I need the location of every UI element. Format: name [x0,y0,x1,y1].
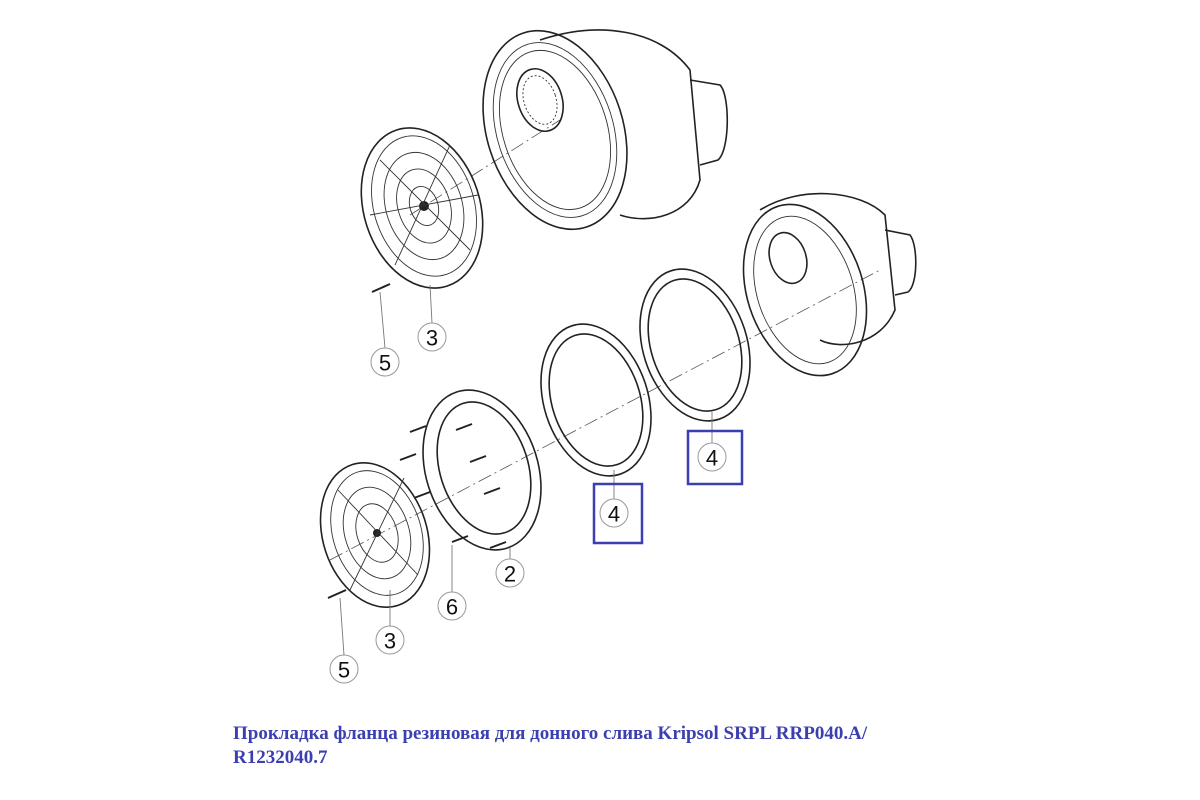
highlight-box-gasket-a [592,482,644,545]
svg-text:5: 5 [338,658,350,683]
grate-bottom [319,462,431,608]
callout-4-gasket-a: 4 [599,498,629,528]
screw-top [371,283,391,293]
callout-6-flange-screw: 6 [437,591,467,621]
product-caption: Прокладка фланца резиновая для донного с… [233,722,933,770]
callout-5-bottom: 5 [329,654,359,684]
svg-text:5: 5 [379,351,391,376]
callout-3-top: 3 [417,322,447,352]
gasket-b [639,268,751,422]
caption-line-1: Прокладка фланца резиновая для донного с… [233,723,868,744]
svg-text:6: 6 [446,595,458,620]
center-axis-line-top [409,119,561,216]
drain-body-large [482,29,729,231]
callout-2-flange: 2 [495,558,525,588]
gasket-a [540,323,652,477]
svg-text:3: 3 [384,629,396,654]
callout-4-gasket-b: 4 [697,442,727,472]
svg-text:4: 4 [608,502,620,527]
grate-top [360,127,484,289]
callout-5-top: 5 [370,347,400,377]
caption-line-2: R1232040.7 [233,747,328,768]
leader-lines [339,284,713,656]
svg-text:3: 3 [426,326,438,351]
drain-body-small [742,192,917,377]
flange-screws [399,423,507,549]
svg-text:4: 4 [706,446,718,471]
screw-bottom [327,589,347,599]
flange [422,389,542,551]
highlight-box-gasket-b [686,429,744,486]
svg-text:2: 2 [504,562,516,587]
callout-3-bottom: 3 [375,625,405,655]
